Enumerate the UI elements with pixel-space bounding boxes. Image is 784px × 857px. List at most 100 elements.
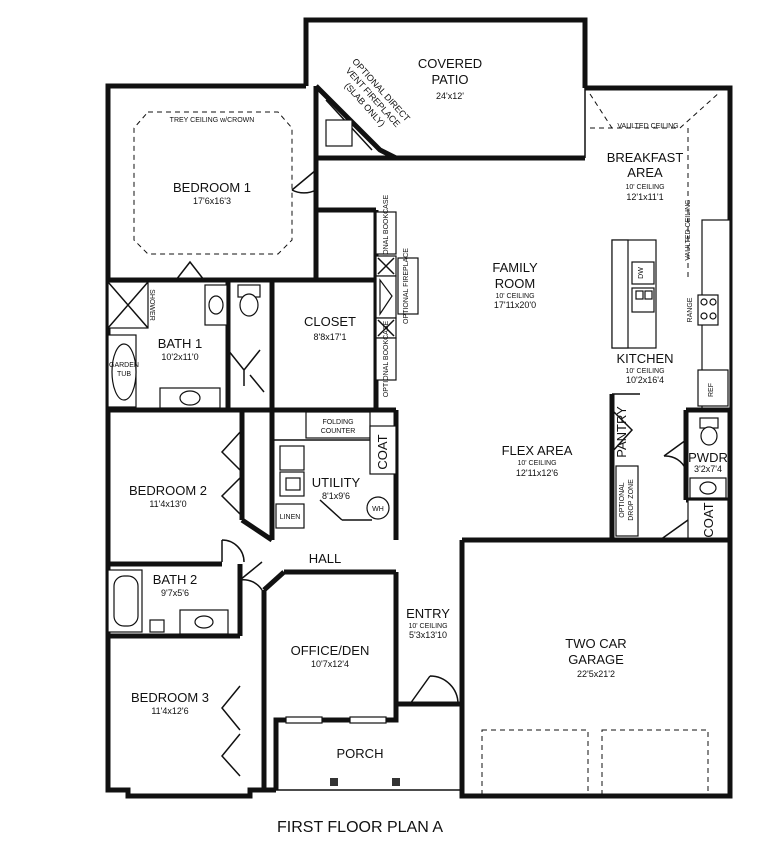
wh-label: WH xyxy=(372,506,384,513)
water-heater xyxy=(366,496,390,520)
folding-counter-label-1: FOLDING xyxy=(322,419,353,426)
garage-dims: 22'5x21'2 xyxy=(577,669,615,679)
optional-bookcase-bottom xyxy=(375,337,397,381)
bath1-dims: 10'2x11'0 xyxy=(161,352,198,362)
bath2-door[interactable] xyxy=(239,561,263,591)
washer xyxy=(279,445,305,471)
garage-door-right xyxy=(601,729,709,797)
bedroom-2: BEDROOM 2 11'4x13'0 xyxy=(108,410,274,567)
bedroom2-label: BEDROOM 2 xyxy=(129,483,207,498)
dishwasher-label: DW xyxy=(638,267,645,279)
exterior-walls xyxy=(105,17,733,799)
drop-zone-label-1: OPTIONAL xyxy=(619,482,626,518)
utility-label: UTILITY xyxy=(312,475,361,490)
bedroom2-dims: 11'4x13'0 xyxy=(149,499,186,509)
garage-entry-door[interactable] xyxy=(659,519,689,541)
closet-label: CLOSET xyxy=(304,314,356,329)
flex-dims: 12'11x12'6 xyxy=(516,468,558,478)
optional-fireplace-label: OPTIONAL FIREPLACE xyxy=(403,248,410,324)
family-room-label-1: FAMILY xyxy=(492,260,538,275)
office-den: OFFICE/DEN 10'7x12'4 xyxy=(261,572,399,790)
bedroom1-ceiling-note: TREY CEILING w/CROWN xyxy=(170,117,255,124)
family-fireplace-wall: OPTIONAL BOOKCASE OPTIONAL FIREPLACE OPT… xyxy=(375,194,419,397)
pantry-door[interactable] xyxy=(611,409,634,453)
bath1-label: BATH 1 xyxy=(158,336,203,351)
bath1-closet-door[interactable] xyxy=(227,349,261,386)
porch-column-left xyxy=(330,778,338,786)
family-room-dims: 17'11x20'0 xyxy=(494,300,536,310)
entry-dims: 5'3x13'10 xyxy=(409,630,447,640)
office-label: OFFICE/DEN xyxy=(291,643,370,658)
family-room: FAMILY ROOM 10' CEILING 17'11x20'0 xyxy=(492,260,538,310)
bath2-dims: 9'7x5'6 xyxy=(161,588,189,598)
closet-door[interactable] xyxy=(249,374,265,393)
bedroom1-door[interactable] xyxy=(291,169,317,194)
bedroom3-dims: 11'4x12'6 xyxy=(151,706,188,716)
covered-patio-label-2: PATIO xyxy=(431,72,468,87)
covered-patio-label-1: COVERED xyxy=(418,56,482,71)
garage-label-1: TWO CAR xyxy=(565,636,626,651)
coat-closet-garage xyxy=(687,499,729,541)
office-dims: 10'7x12'4 xyxy=(311,659,349,669)
ref-label: REF xyxy=(708,383,715,397)
entry-ceiling: 10' CEILING xyxy=(408,623,447,630)
garage: TWO CAR GARAGE 22'5x21'2 xyxy=(462,537,730,797)
coat-closet-utility xyxy=(369,425,397,475)
kitchen: DW RANGE REF KITCHEN 10' CEILING 10'2x16… xyxy=(611,219,731,411)
powder-room: PWDR 3'2x7'4 COAT xyxy=(659,407,730,541)
family-room-label-2: ROOM xyxy=(495,276,535,291)
vaulted-ceiling-label-side: VAULTED CEILING xyxy=(685,199,692,260)
pwdr-label: PWDR xyxy=(688,450,728,465)
patio-fireplace-icon xyxy=(325,119,353,147)
shower-label: SHOWER xyxy=(148,289,155,321)
pwdr-toilet xyxy=(700,426,718,446)
bath2-label: BATH 2 xyxy=(153,572,198,587)
breakfast-dims: 12'1x11'1 xyxy=(626,192,663,202)
pantry-label: PANTRY xyxy=(614,406,629,458)
optional-bookcase-bottom-label: OPTIONAL BOOKCASE xyxy=(383,320,390,397)
hall-label: HALL xyxy=(309,551,342,566)
flex-ceiling: 10' CEILING xyxy=(517,460,556,467)
utility-dims: 8'1x9'6 xyxy=(322,491,350,501)
covered-patio: COVERED PATIO 24'x12' OPTIONAL DIRECT VE… xyxy=(313,56,586,161)
porch: PORCH xyxy=(276,746,462,791)
refrigerator xyxy=(697,369,729,407)
bedroom1-bath-door[interactable] xyxy=(175,260,205,281)
bedroom3-label: BEDROOM 3 xyxy=(131,690,209,705)
bedroom2-door[interactable] xyxy=(221,539,245,563)
closet-dims: 8'8x17'1 xyxy=(314,332,347,342)
pwdr-dims: 3'2x7'4 xyxy=(694,464,722,474)
bedroom-1: TREY CEILING w/CROWN BEDROOM 1 17'6x16'3 xyxy=(108,111,319,283)
linen-label: LINEN xyxy=(280,514,301,521)
bedroom3-closet-doors[interactable] xyxy=(221,685,241,777)
porch-column-right xyxy=(392,778,400,786)
coat-utility-label: COAT xyxy=(375,434,390,469)
breakfast-ceiling: 10' CEILING xyxy=(625,184,664,191)
optional-bookcase-top xyxy=(375,211,397,255)
bath2-toilet xyxy=(149,619,165,633)
folding-counter-label-2: COUNTER xyxy=(321,428,356,435)
utility-door[interactable] xyxy=(319,499,372,521)
kitchen-dims: 10'2x16'4 xyxy=(626,375,664,385)
covered-patio-dims: 24'x12' xyxy=(436,91,464,101)
office-window-right xyxy=(349,716,387,724)
front-door[interactable] xyxy=(409,675,459,705)
bedroom-3: BEDROOM 3 11'4x12'6 xyxy=(131,685,241,777)
hall: HALL xyxy=(239,551,396,592)
pwdr-door[interactable] xyxy=(663,439,687,471)
bath-1: SHOWER GARDEN TUB BATH 1 10'2x11'0 xyxy=(107,280,275,413)
bedroom2-closet-doors[interactable] xyxy=(220,429,243,517)
flex-area: PANTRY OPTIONAL DROP ZONE FLEX AREA 10' … xyxy=(502,393,640,540)
bath1-toilet xyxy=(239,293,259,317)
office-window-left xyxy=(285,716,323,724)
breakfast-label-2: AREA xyxy=(627,165,663,180)
family-room-ceiling: 10' CEILING xyxy=(495,293,534,300)
utility: FOLDING COUNTER COAT UTILITY 8'1x9'6 WH … xyxy=(269,410,399,540)
bedroom1-label: BEDROOM 1 xyxy=(173,180,251,195)
plan-title: FIRST FLOOR PLAN A xyxy=(277,819,443,836)
bath-2: BATH 2 9'7x5'6 xyxy=(107,564,243,639)
folding-counter xyxy=(305,411,371,439)
vaulted-ceiling-label-top: VAULTED CEILING xyxy=(617,123,678,130)
